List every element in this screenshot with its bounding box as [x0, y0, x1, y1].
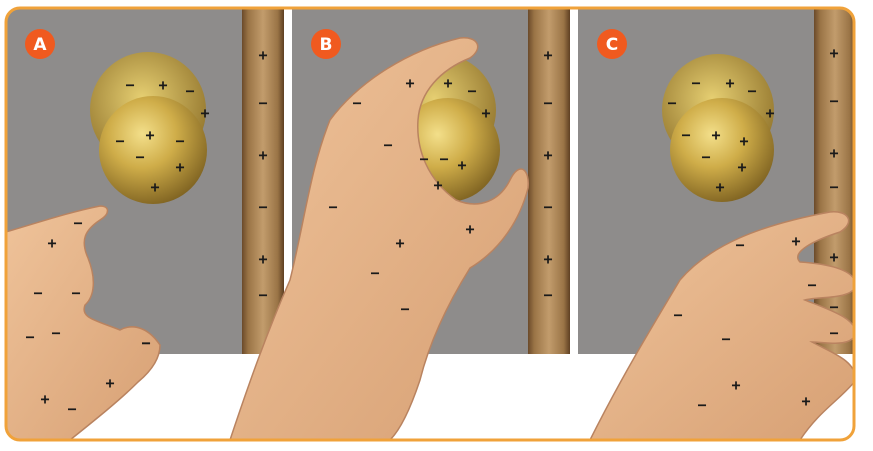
negative-charge-frame-a-5: −	[258, 286, 267, 304]
negative-charge-knob-a-2: −	[185, 82, 194, 100]
positive-charge-hand-a-9: +	[105, 374, 114, 392]
negative-charge-knob-b-5: −	[439, 150, 448, 168]
positive-charge-hand-a-1: +	[47, 234, 56, 252]
positive-charge-knob-c-9: +	[737, 158, 746, 176]
positive-charge-hand-a-8: +	[40, 390, 49, 408]
panel-label-b: B	[320, 35, 333, 55]
negative-charge-hand-b-1: −	[383, 136, 392, 154]
negative-charge-hand-a-4: −	[25, 328, 34, 346]
negative-charge-hand-b-0: −	[352, 94, 361, 112]
negative-charge-hand-a-2: −	[33, 284, 42, 302]
negative-charge-frame-c-5: −	[829, 298, 838, 316]
negative-charge-hand-c-0: −	[735, 236, 744, 254]
positive-charge-frame-b-0: +	[543, 46, 552, 64]
positive-charge-frame-a-2: +	[258, 146, 267, 164]
negative-charge-knob-c-0: −	[691, 74, 700, 92]
positive-charge-knob-c-1: +	[725, 74, 734, 92]
positive-charge-frame-c-4: +	[829, 248, 838, 266]
positive-charge-knob-c-5: +	[711, 126, 720, 144]
negative-charge-frame-c-3: −	[829, 178, 838, 196]
panel-label-c: C	[606, 35, 618, 55]
positive-charge-hand-c-4: +	[731, 376, 740, 394]
positive-charge-knob-b-7: +	[433, 176, 442, 194]
negative-charge-hand-a-5: −	[51, 324, 60, 342]
negative-charge-knob-c-6: −	[681, 126, 690, 144]
negative-charge-frame-a-1: −	[258, 94, 267, 112]
negative-charge-knob-a-6: −	[175, 132, 184, 150]
positive-charge-knob-a-5: +	[145, 126, 154, 144]
negative-charge-frame-a-3: −	[258, 198, 267, 216]
negative-charge-hand-b-5: −	[370, 264, 379, 282]
positive-charge-knob-c-4: +	[765, 104, 774, 122]
positive-charge-hand-b-3: +	[395, 234, 404, 252]
negative-charge-hand-c-3: −	[721, 330, 730, 348]
positive-charge-knob-b-0: +	[405, 74, 414, 92]
panel-label-a: A	[33, 35, 47, 55]
negative-charge-hand-a-0: −	[73, 214, 82, 232]
positive-charge-frame-a-4: +	[258, 250, 267, 268]
negative-charge-hand-a-7: −	[67, 400, 76, 418]
positive-charge-knob-b-1: +	[443, 74, 452, 92]
negative-charge-frame-c-7: −	[807, 276, 816, 294]
negative-charge-hand-a-3: −	[71, 284, 80, 302]
negative-charge-frame-b-5: −	[543, 286, 552, 304]
negative-charge-knob-c-8: −	[701, 148, 710, 166]
negative-charge-knob-c-2: −	[747, 82, 756, 100]
positive-charge-hand-b-4: +	[465, 220, 474, 238]
negative-charge-hand-a-10: −	[141, 334, 150, 352]
positive-charge-knob-a-8: +	[175, 158, 184, 176]
positive-charge-knob-b-6: +	[457, 156, 466, 174]
positive-charge-frame-a-0: +	[258, 46, 267, 64]
negative-charge-frame-c-1: −	[829, 92, 838, 110]
negative-charge-hand-b-2: −	[328, 198, 337, 216]
positive-charge-frame-b-2: +	[543, 146, 552, 164]
negative-charge-frame-b-1: −	[543, 94, 552, 112]
positive-charge-frame-c-0: +	[829, 44, 838, 62]
positive-charge-frame-b-4: +	[543, 250, 552, 268]
negative-charge-knob-a-4: −	[115, 132, 124, 150]
positive-charge-hand-c-6: +	[801, 392, 810, 410]
negative-charge-frame-c-6: −	[829, 324, 838, 342]
positive-charge-frame-c-2: +	[829, 144, 838, 162]
positive-charge-knob-c-10: +	[715, 178, 724, 196]
positive-charge-knob-c-7: +	[739, 132, 748, 150]
positive-charge-knob-b-3: +	[481, 104, 490, 122]
negative-charge-knob-b-4: −	[419, 150, 428, 168]
positive-charge-knob-a-9: +	[150, 178, 159, 196]
negative-charge-knob-b-2: −	[467, 82, 476, 100]
negative-charge-hand-c-2: −	[673, 306, 682, 324]
positive-charge-hand-c-1: +	[791, 232, 800, 250]
negative-charge-hand-c-5: −	[697, 396, 706, 414]
positive-charge-knob-a-3: +	[200, 104, 209, 122]
negative-charge-knob-c-3: −	[667, 94, 676, 112]
positive-charge-knob-a-1: +	[158, 76, 167, 94]
negative-charge-knob-a-7: −	[135, 148, 144, 166]
negative-charge-hand-b-6: −	[400, 300, 409, 318]
negative-charge-frame-b-3: −	[543, 198, 552, 216]
negative-charge-knob-a-0: −	[125, 76, 134, 94]
